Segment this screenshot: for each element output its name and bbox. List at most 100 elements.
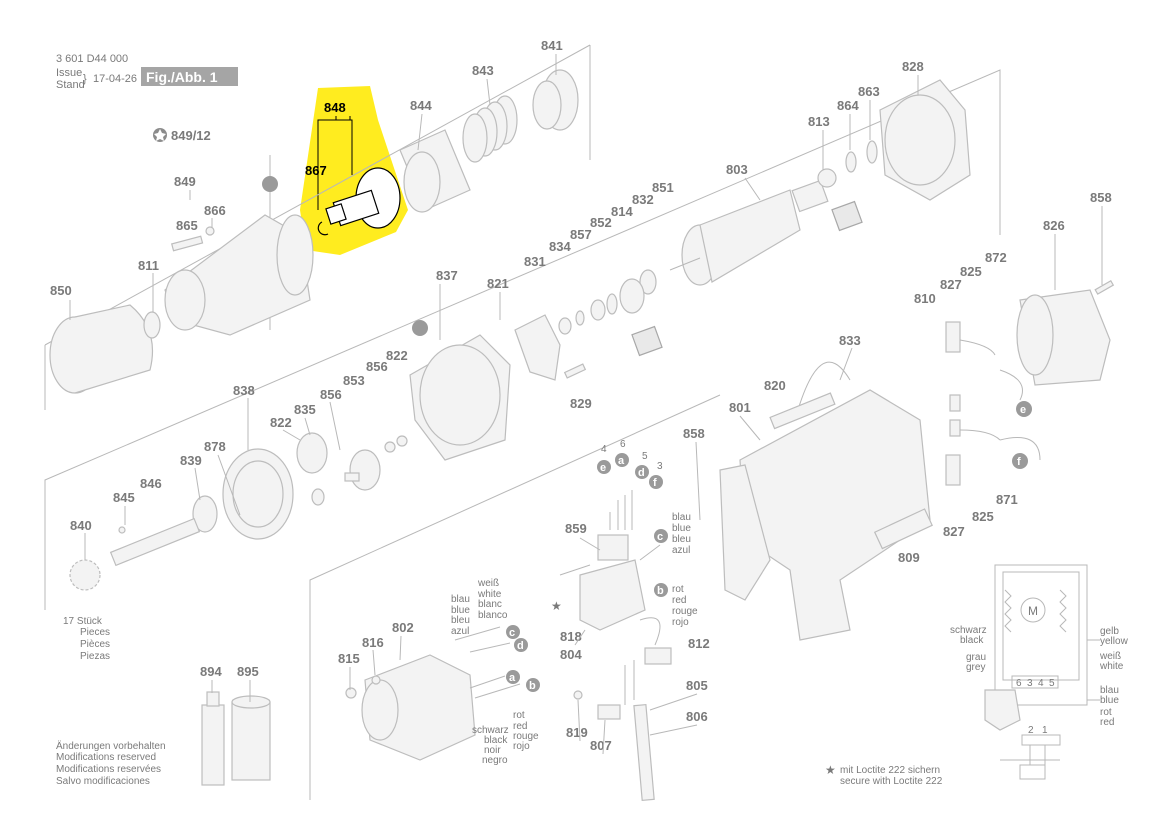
label-816: 816: [362, 635, 384, 650]
label-866: 866: [204, 203, 226, 218]
part-822-bearing: [384, 441, 396, 453]
label-831: 831: [524, 254, 546, 269]
part-826-fan-cover: [1016, 289, 1111, 386]
pieces-fr: Pièces: [80, 639, 110, 650]
grease-box-icon: [631, 325, 663, 357]
part-867-label: 867: [305, 163, 327, 178]
bottom-num-1: 1: [1042, 725, 1048, 736]
blau-3: bleu: [672, 534, 691, 545]
footer-note-fr: Modifications reservées: [56, 764, 161, 775]
label-865: 865: [176, 218, 198, 233]
part-835-gear: [296, 432, 328, 474]
label-833: 833: [839, 333, 861, 348]
label-849: 849: [174, 174, 196, 189]
label-813: 813: [808, 114, 830, 129]
part-895-tin: [231, 695, 271, 781]
label-858b: 858: [683, 426, 705, 441]
label-895: 895: [237, 664, 259, 679]
label-864: 864: [837, 98, 859, 113]
sch-weiss-2: white: [1099, 661, 1124, 672]
part-894-tube: [201, 691, 225, 786]
wire-num-4: 4: [601, 444, 607, 455]
label-839: 839: [180, 453, 202, 468]
motor-blau-3: bleu: [451, 615, 470, 626]
rot-2: red: [672, 595, 686, 606]
label-820: 820: [764, 378, 786, 393]
label-834: 834: [549, 239, 571, 254]
part-827b-brush-holder: [945, 454, 961, 486]
sch-blau-1: blau: [1100, 685, 1119, 696]
part-858-screw: [1094, 279, 1115, 295]
svg-text:★: ★: [551, 599, 562, 613]
pieces-de: 17 Stück: [63, 616, 103, 627]
motor-schwarz-4: negro: [482, 755, 508, 766]
part-848-label: 848: [324, 100, 346, 115]
motor-blau-2: blue: [451, 605, 470, 616]
wire-letter-d: d: [638, 467, 645, 479]
lube-box-icon: [831, 200, 863, 232]
label-871: 871: [996, 492, 1018, 507]
motor-rot-1: rot: [513, 710, 525, 721]
label-807: 807: [590, 738, 612, 753]
label-857: 857: [570, 227, 592, 242]
loctite-note-de: mit Loctite 222 sichern: [840, 765, 940, 776]
label-859: 859: [565, 521, 587, 536]
label-825a: 825: [960, 264, 982, 279]
label-828: 828: [902, 59, 924, 74]
motor-weiss-2: white: [477, 589, 502, 600]
star-marker-icon: [262, 176, 278, 192]
label-811: 811: [138, 258, 159, 273]
label-827b: 827: [943, 524, 965, 539]
label-856a: 856: [366, 359, 388, 374]
part-867-ring-icon: [317, 221, 329, 236]
part-856-washer: [396, 435, 408, 447]
sch-schwarz-2: black: [960, 635, 984, 646]
label-803: 803: [726, 162, 748, 177]
wire-num-3: 3: [657, 461, 663, 472]
label-804: 804: [560, 647, 582, 662]
rot-1: rot: [672, 584, 684, 595]
part-839-bearing: [192, 495, 218, 533]
label-851: 851: [652, 180, 674, 195]
motor-schwarz-1: schwarz: [472, 725, 509, 736]
label-863: 863: [858, 84, 880, 99]
label-825b: 825: [972, 509, 994, 524]
loctite-note-en: secure with Loctite 222: [840, 776, 943, 787]
label-826: 826: [1043, 218, 1065, 233]
part-852-washer: [590, 299, 606, 321]
figure-label: Fig./Abb. 1: [146, 69, 218, 85]
part-838-carrier: [222, 448, 294, 540]
label-819: 819: [566, 725, 588, 740]
terminal-6: 6: [1016, 678, 1022, 689]
label-814: 814: [611, 204, 633, 219]
part-810-brush: [949, 394, 961, 412]
label-852: 852: [590, 215, 612, 230]
label-894: 894: [200, 664, 222, 679]
part-804-switch: [559, 534, 646, 631]
label-856b: 856: [320, 387, 342, 402]
part-820-plate: [769, 392, 836, 430]
wire-f-label: f: [1017, 456, 1021, 468]
part-853-gear: [344, 449, 381, 491]
doc-number: 3 601 D44 000: [56, 53, 128, 65]
part-864-washer: [845, 151, 857, 173]
part-831-bracket: [514, 314, 561, 381]
sch-rot-1: rot: [1100, 707, 1112, 718]
blau-4: azul: [672, 545, 690, 556]
label-802: 802: [392, 620, 414, 635]
star-marker-2-icon: [412, 320, 428, 336]
sch-schwarz-1: schwarz: [950, 625, 987, 636]
motor-letter-b: b: [529, 680, 536, 692]
motor-rot-2: red: [513, 721, 527, 732]
part-810b-brush: [949, 419, 961, 437]
label-827a: 827: [940, 277, 962, 292]
label-805: 805: [686, 678, 708, 693]
label-838: 838: [233, 383, 255, 398]
label-878: 878: [204, 439, 226, 454]
svg-text:★: ★: [825, 763, 836, 777]
part-848-adapter-icon: [325, 167, 401, 229]
label-841: 841: [541, 38, 563, 53]
part-811-oring: [143, 311, 161, 339]
sch-weiss-1: weiß: [1099, 651, 1121, 662]
